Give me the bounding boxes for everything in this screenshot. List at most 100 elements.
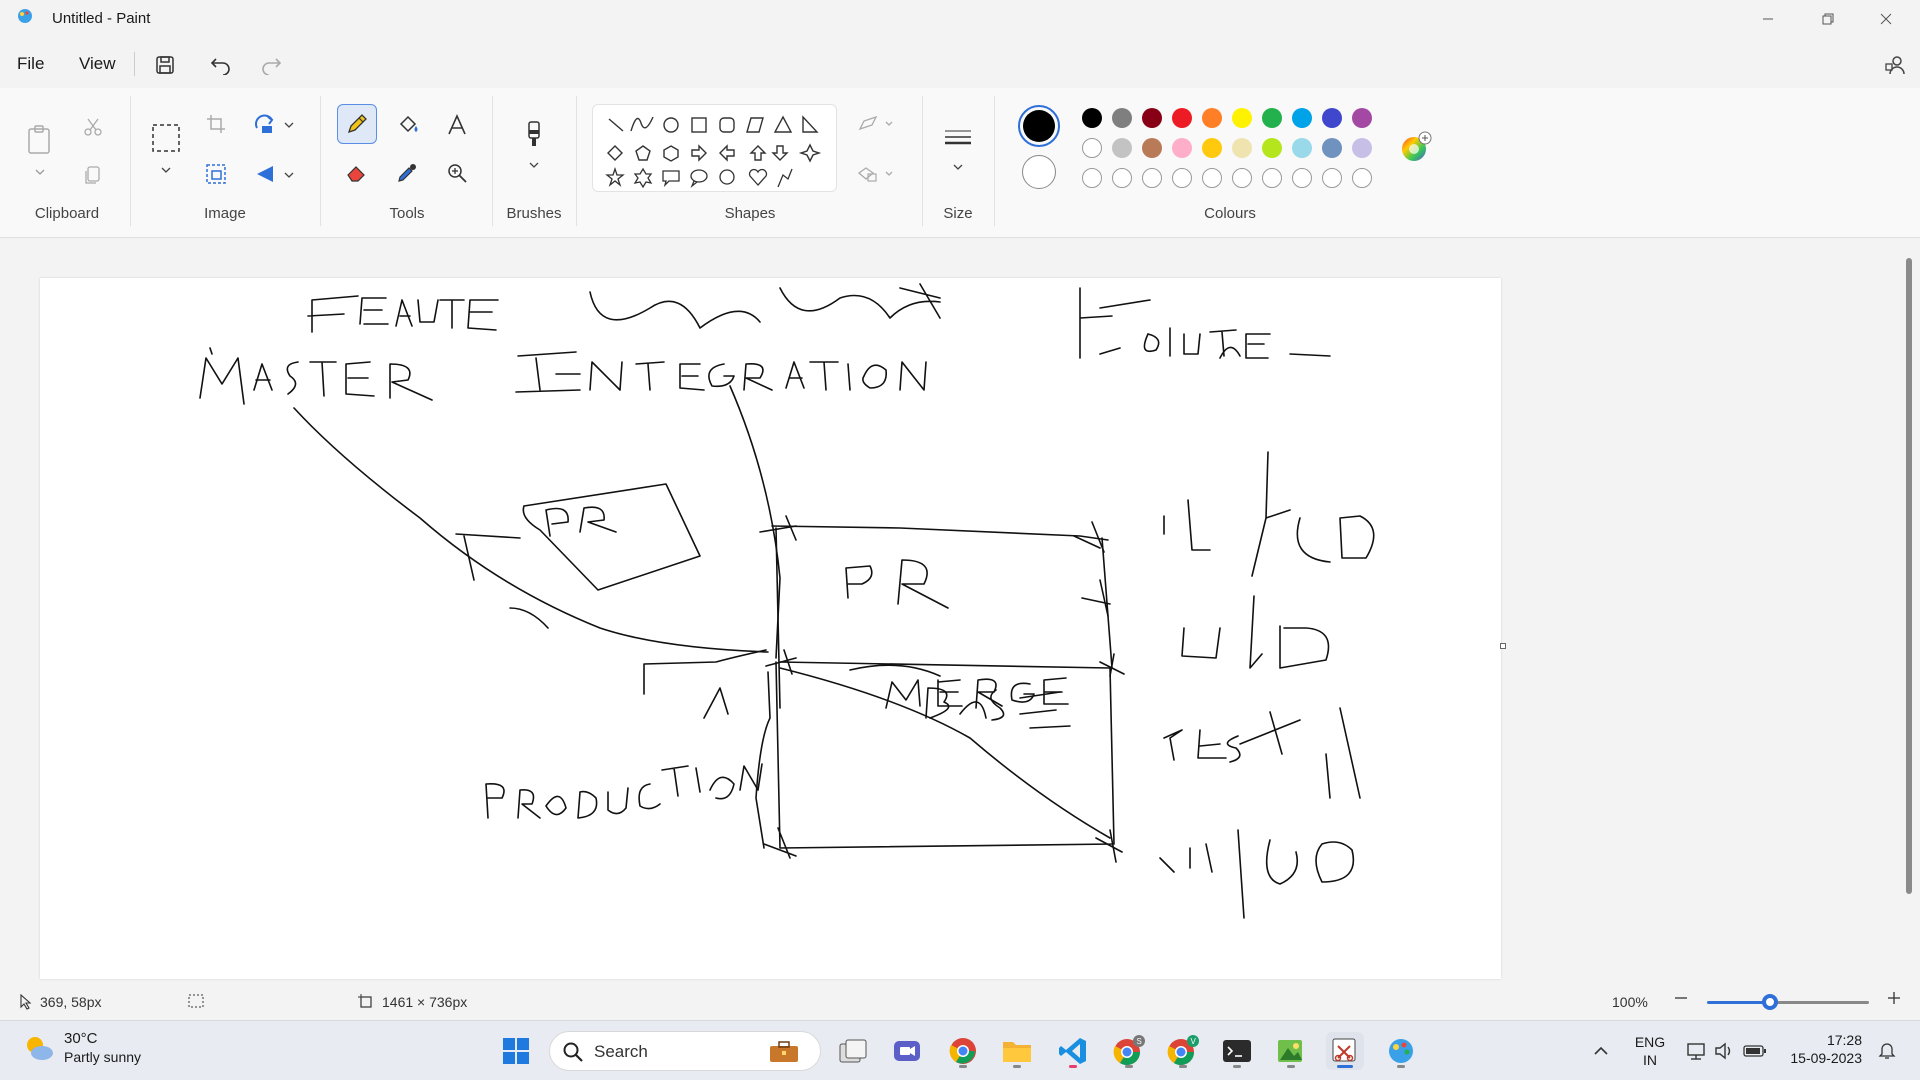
taskbar-search[interactable]: Search	[549, 1031, 821, 1071]
rect-callout-shape-icon[interactable]	[662, 170, 680, 188]
fill-tool-button[interactable]	[394, 110, 424, 140]
menu-view[interactable]: View	[79, 54, 116, 73]
curve-shape-icon[interactable]	[630, 116, 654, 132]
right-triangle-shape-icon[interactable]	[802, 115, 819, 133]
colour-swatch[interactable]	[1142, 138, 1162, 158]
triangle-shape-icon[interactable]	[773, 115, 793, 133]
rounded-rectangle-shape-icon[interactable]	[719, 117, 735, 133]
rotate-button[interactable]	[252, 112, 280, 136]
color-picker-button[interactable]	[392, 158, 422, 188]
snipping-tool-button[interactable]	[1326, 1032, 1364, 1070]
save-button[interactable]	[150, 50, 180, 80]
pentagon-shape-icon[interactable]	[635, 145, 651, 161]
redo-button[interactable]	[256, 50, 286, 80]
colour-swatch[interactable]	[1322, 138, 1342, 158]
vertical-scrollbar[interactable]	[1906, 258, 1912, 894]
weather-widget[interactable]: 30°C Partly sunny	[22, 1030, 141, 1066]
chrome-profile-v-button[interactable]: V	[1164, 1032, 1202, 1070]
eraser-tool-button[interactable]	[342, 158, 372, 188]
restore-button[interactable]	[1800, 0, 1856, 38]
photos-button[interactable]	[1272, 1032, 1310, 1070]
clock[interactable]: 17:28 15-09-2023	[1782, 1031, 1862, 1067]
resize-button[interactable]	[204, 162, 228, 186]
colour-swatch[interactable]	[1172, 138, 1192, 158]
hexagon-shape-icon[interactable]	[663, 145, 679, 162]
rectangle-shape-icon[interactable]	[691, 117, 707, 133]
diamond-shape-icon[interactable]	[607, 145, 623, 161]
zoom-level[interactable]: 100%	[1612, 994, 1648, 1010]
brushes-button[interactable]	[518, 118, 550, 152]
colour-swatch[interactable]	[1352, 108, 1372, 128]
lightning-shape-icon[interactable]	[777, 168, 793, 188]
copy-button[interactable]	[80, 162, 106, 188]
colour-swatch[interactable]	[1142, 108, 1162, 128]
drawing-canvas[interactable]	[40, 278, 1501, 979]
empty-colour-slot[interactable]	[1352, 168, 1372, 188]
size-button[interactable]	[940, 124, 976, 154]
teams-chat-button[interactable]	[888, 1032, 926, 1070]
rotate-dropdown[interactable]	[282, 118, 296, 132]
up-arrow-shape-icon[interactable]	[749, 145, 767, 161]
empty-colour-slot[interactable]	[1202, 168, 1222, 188]
down-arrow-shape-icon[interactable]	[771, 145, 789, 161]
undo-button[interactable]	[206, 50, 236, 80]
pencil-tool-button[interactable]	[337, 104, 377, 144]
colour-swatch[interactable]	[1172, 108, 1192, 128]
brushes-dropdown[interactable]	[526, 158, 542, 172]
cut-button[interactable]	[80, 114, 106, 140]
colour-swatch[interactable]	[1082, 108, 1102, 128]
flip-button[interactable]	[252, 162, 280, 186]
colour-swatch[interactable]	[1322, 108, 1342, 128]
polygon-shape-icon[interactable]	[746, 117, 764, 133]
colour-swatch[interactable]	[1112, 138, 1132, 158]
colour-swatch[interactable]	[1292, 108, 1312, 128]
start-button[interactable]	[497, 1032, 535, 1070]
oval-shape-icon[interactable]	[663, 117, 679, 133]
colour-swatch[interactable]	[1202, 108, 1222, 128]
oval-callout-shape-icon[interactable]	[690, 169, 708, 189]
colour-swatch[interactable]	[1232, 138, 1252, 158]
six-point-star-shape-icon[interactable]	[633, 167, 653, 189]
empty-colour-slot[interactable]	[1262, 168, 1282, 188]
colour-swatch[interactable]	[1202, 138, 1222, 158]
fill-button[interactable]	[852, 162, 900, 186]
heart-shape-icon[interactable]	[748, 168, 768, 186]
magnifier-button[interactable]	[442, 158, 472, 188]
four-point-star-shape-icon[interactable]	[798, 143, 822, 163]
chrome-profile-s-button[interactable]: S	[1110, 1032, 1148, 1070]
colour-swatch[interactable]	[1262, 138, 1282, 158]
zoom-in-button[interactable]	[1887, 991, 1901, 1005]
colour-swatch[interactable]	[1292, 138, 1312, 158]
empty-colour-slot[interactable]	[1172, 168, 1192, 188]
notifications-button[interactable]	[1868, 1032, 1906, 1070]
colour-swatch[interactable]	[1112, 108, 1132, 128]
zoom-slider-track[interactable]	[1707, 1001, 1773, 1004]
primary-colour[interactable]	[1018, 105, 1060, 147]
outline-button[interactable]	[852, 112, 900, 136]
empty-colour-slot[interactable]	[1232, 168, 1252, 188]
volume-button[interactable]	[1706, 1032, 1744, 1070]
select-button[interactable]	[148, 120, 184, 156]
right-arrow-shape-icon[interactable]	[691, 144, 707, 162]
empty-colour-slot[interactable]	[1112, 168, 1132, 188]
colour-swatch[interactable]	[1262, 108, 1282, 128]
select-dropdown[interactable]	[156, 160, 176, 180]
terminal-button[interactable]	[1218, 1032, 1256, 1070]
colour-swatch[interactable]	[1232, 108, 1252, 128]
five-point-star-shape-icon[interactable]	[605, 166, 625, 187]
cloud-callout-shape-icon[interactable]	[719, 169, 735, 185]
empty-colour-slot[interactable]	[1292, 168, 1312, 188]
battery-button[interactable]	[1736, 1032, 1774, 1070]
empty-colour-slot[interactable]	[1082, 168, 1102, 188]
zoom-out-button[interactable]	[1674, 991, 1688, 1005]
line-shape-icon[interactable]	[608, 118, 624, 132]
paste-dropdown[interactable]	[28, 162, 52, 182]
empty-colour-slot[interactable]	[1322, 168, 1342, 188]
empty-colour-slot[interactable]	[1142, 168, 1162, 188]
left-arrow-shape-icon[interactable]	[719, 144, 735, 162]
paste-button[interactable]	[22, 120, 58, 160]
account-button[interactable]	[1880, 50, 1910, 80]
colour-swatch[interactable]	[1082, 138, 1102, 158]
canvas-resize-handle[interactable]	[1500, 643, 1506, 649]
close-button[interactable]	[1858, 0, 1914, 38]
